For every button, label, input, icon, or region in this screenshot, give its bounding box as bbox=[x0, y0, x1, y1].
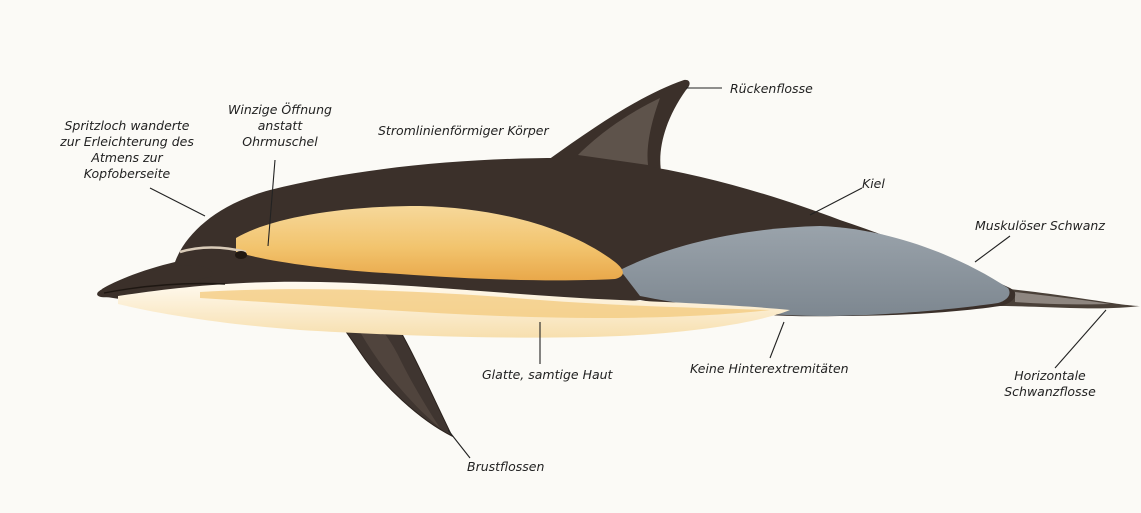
label-body: Stromlinienförmiger Körper bbox=[378, 123, 549, 139]
label-dorsal-fin: Rückenflosse bbox=[730, 81, 813, 97]
label-ear-opening: Winzige Öffnung anstatt Ohrmuschel bbox=[220, 102, 340, 150]
label-blowhole: Spritzloch wanderte zur Erleichterung de… bbox=[42, 118, 212, 182]
label-keel: Kiel bbox=[862, 176, 885, 192]
label-pectoral-fins: Brustflossen bbox=[467, 459, 544, 475]
label-skin: Glatte, samtige Haut bbox=[482, 367, 612, 383]
eye bbox=[235, 251, 247, 259]
label-tail: Muskulöser Schwanz bbox=[975, 218, 1105, 234]
label-hind-limbs: Keine Hinterextremitäten bbox=[690, 361, 849, 377]
tail-fluke-light bbox=[1015, 292, 1110, 304]
label-fluke: Horizontale Schwanzflosse bbox=[990, 368, 1110, 400]
